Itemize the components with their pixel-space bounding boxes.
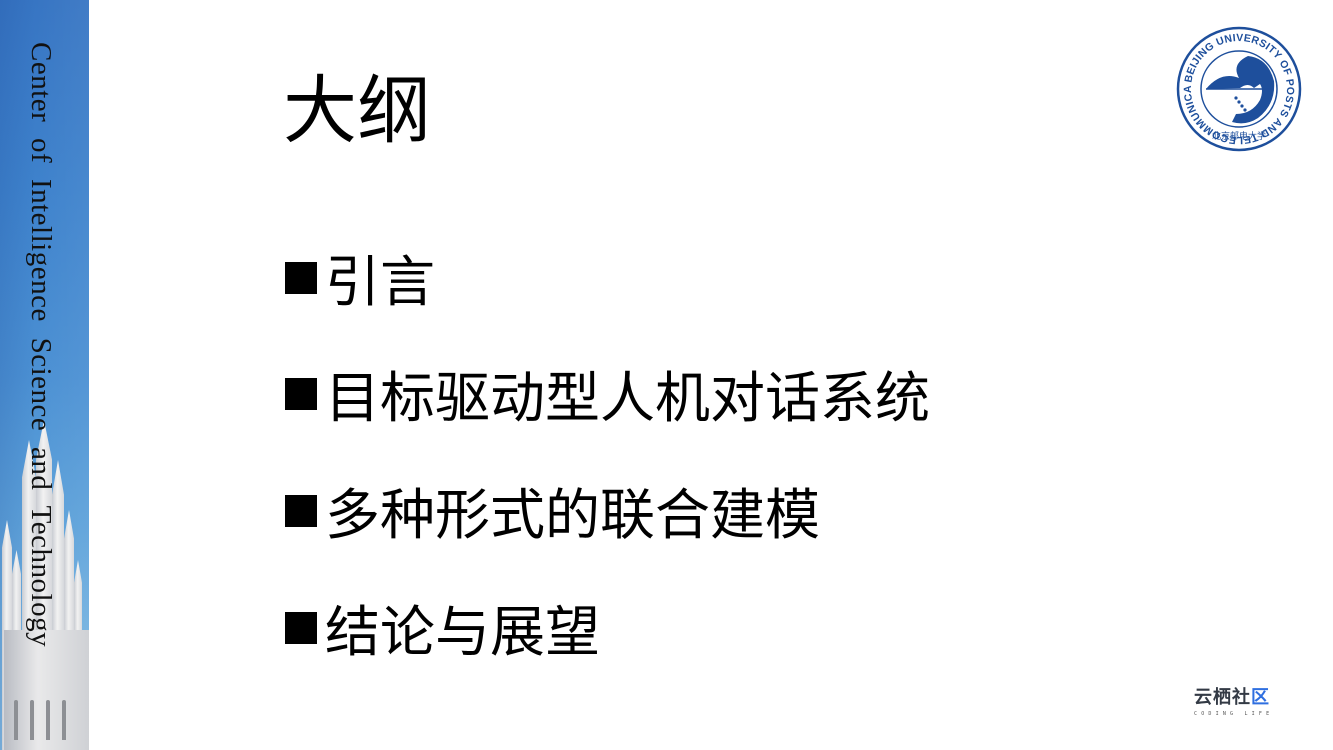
square-bullet-icon <box>285 495 317 527</box>
university-logo-icon: BEIJING UNIVERSITY OF POSTS AND TELECOMM… <box>1176 26 1302 152</box>
svg-text:北京邮电大学: 北京邮电大学 <box>1212 130 1266 142</box>
outline-item-goal-driven-dialogue: 目标驱动型人机对话系统 <box>285 358 930 430</box>
watermark-title-accent: 区 <box>1251 687 1270 708</box>
slide-title: 大纲 <box>283 68 431 154</box>
outline-item-label: 结论与展望 <box>325 600 601 664</box>
cathedral-window <box>30 700 34 740</box>
sidebar-banner: Center of Intelligence Science and Techn… <box>0 0 89 750</box>
cathedral-window <box>46 700 50 740</box>
cathedral-window <box>14 700 18 740</box>
sidebar-caption: Center of Intelligence Science and Techn… <box>25 42 57 648</box>
outline-item-conclusion: 结论与展望 <box>285 592 600 664</box>
outline-item-label: 引言 <box>325 250 436 314</box>
outline-item-introduction: 引言 <box>285 242 435 314</box>
watermark-title-text: 云栖社 <box>1194 687 1251 708</box>
watermark-subtitle: CODING LIFE <box>1194 711 1274 717</box>
outline-item-label: 多种形式的联合建模 <box>325 483 821 547</box>
cathedral-image <box>0 420 89 750</box>
square-bullet-icon <box>285 262 317 294</box>
square-bullet-icon <box>285 378 317 410</box>
square-bullet-icon <box>285 612 317 644</box>
cathedral-window <box>62 700 66 740</box>
outline-item-label: 目标驱动型人机对话系统 <box>325 366 931 430</box>
watermark-title: 云栖社区 <box>1194 688 1278 708</box>
yunqi-watermark: 云栖社区 CODING LIFE <box>1194 688 1278 722</box>
outline-item-joint-modeling: 多种形式的联合建模 <box>285 475 820 547</box>
